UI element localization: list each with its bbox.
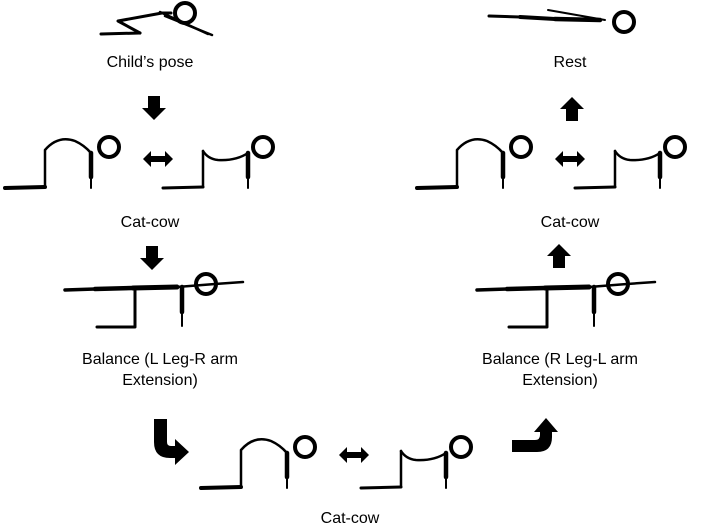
cow-figure-right xyxy=(575,137,685,188)
cow-figure-left xyxy=(163,137,273,188)
rest-figure xyxy=(487,9,636,34)
balance-figure-right xyxy=(477,274,655,327)
step-label-cat-cow-right: Cat-cow xyxy=(540,214,600,231)
arrow-up-icon xyxy=(560,97,584,121)
step-label-childs-pose: Child’s pose xyxy=(106,54,194,71)
cat-figure-left xyxy=(5,137,119,188)
cat-figure-bottom xyxy=(201,437,315,488)
step-label-line: Extension) xyxy=(122,372,198,389)
cow-figure-bottom xyxy=(361,437,471,488)
step-label-line: Balance (L Leg-R arm xyxy=(82,351,238,368)
arrow-down-icon xyxy=(140,246,164,270)
arrow-double-horizontal-icon xyxy=(143,151,173,167)
arrow-double-horizontal-icon xyxy=(555,151,585,167)
step-label-rest: Rest xyxy=(553,54,587,71)
cat-figure-right xyxy=(417,137,531,188)
arrow-curved-right-up-icon xyxy=(512,418,558,452)
childs-pose-figure xyxy=(99,1,214,37)
arrow-curved-down-right-icon xyxy=(154,419,189,465)
arrow-double-horizontal-icon xyxy=(339,447,369,463)
arrow-up-icon xyxy=(547,244,571,268)
step-label-line: Extension) xyxy=(522,372,598,389)
step-label-cat-cow-left: Cat-cow xyxy=(120,214,180,231)
step-label-cat-cow-bottom: Cat-cow xyxy=(320,510,380,527)
arrow-down-icon xyxy=(142,96,166,120)
balance-figure-left xyxy=(65,274,243,327)
step-label-line: Balance (R Leg-L arm xyxy=(482,351,638,368)
